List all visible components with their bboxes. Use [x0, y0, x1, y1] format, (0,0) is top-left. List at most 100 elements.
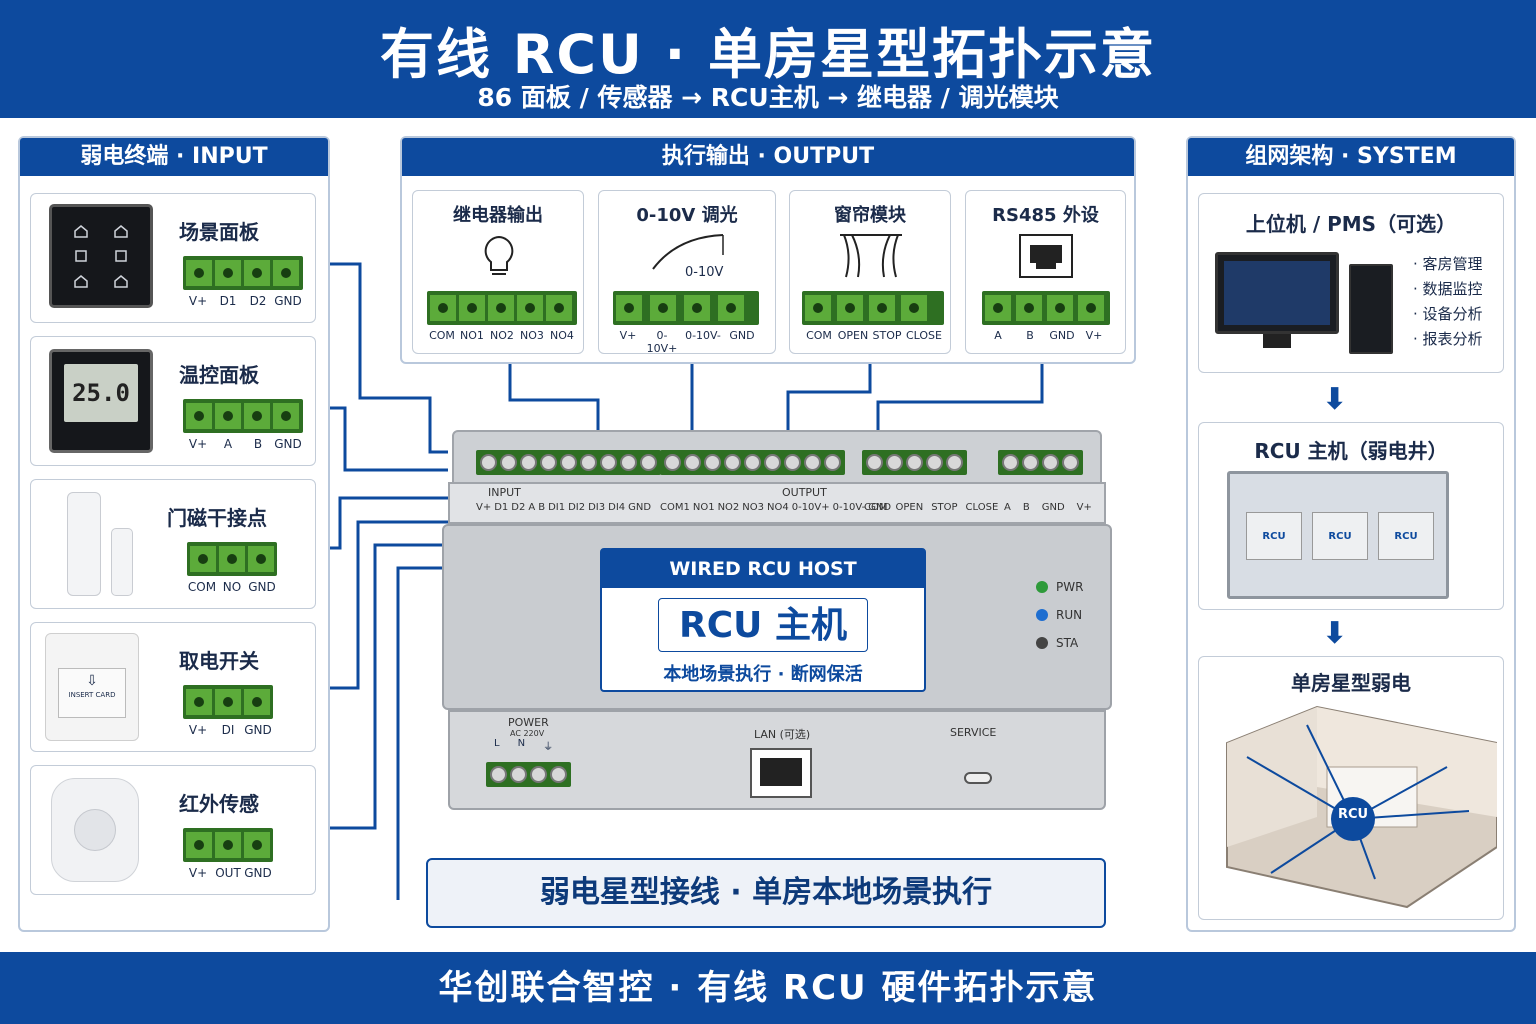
wire-scene-panel	[316, 262, 448, 454]
host-input-pins: V+ D1 D2 A B DI1 DI2 DI3 DI4 GND	[476, 502, 651, 513]
pin-label: CLOSE	[965, 502, 999, 513]
pin-label: COM1	[660, 502, 690, 513]
light-bulb-icon	[484, 235, 514, 275]
pin-label: A	[994, 329, 1002, 342]
led-run: RUN	[1036, 608, 1083, 622]
pin-label: DI1	[548, 502, 566, 513]
door-sensor-body	[67, 492, 101, 596]
curtain-icon	[840, 234, 902, 278]
host-name: RCU 主机	[658, 598, 868, 652]
scene-terminal: V+ D1 D2 GND	[183, 256, 303, 308]
module-name: 窗帘模块	[834, 205, 906, 226]
pms-card: 上位机 / PMS（可选） · 客房管理 · 数据监控 · 设备分析 · 报表分…	[1198, 193, 1504, 373]
host-desc: 本地场景执行 · 断网保活	[663, 664, 863, 685]
pin-label: GND	[1041, 502, 1065, 513]
module-curtain: 窗帘模块 COM OPEN STOP CLOSE	[789, 190, 951, 354]
wire-pir	[316, 543, 448, 830]
pin-label: NO2	[490, 329, 514, 342]
rs485-screw-terminal	[998, 450, 1083, 475]
lan-port[interactable]	[750, 748, 812, 798]
wire-thermo-panel	[316, 406, 448, 472]
pin-label: NO1	[692, 502, 715, 513]
pir-terminal: V+ OUT GND	[183, 828, 273, 880]
host-top-label: WIRED RCU HOST	[602, 550, 924, 588]
pin-label: CLOSE	[905, 329, 942, 342]
rcu-box-card: RCU 主机（弱电井） RCU RCU RCU	[1198, 422, 1504, 610]
output-screw-terminal	[660, 450, 845, 475]
pin-label: A	[1004, 502, 1011, 513]
pin-label: OPEN	[895, 502, 924, 513]
scene-panel-image	[49, 204, 153, 308]
pin-label: NO4	[550, 329, 574, 342]
pin-label: COM	[806, 329, 832, 342]
pin-label: V+	[188, 723, 208, 737]
pin-label: V+	[476, 502, 492, 513]
pin-label: ⏚	[543, 742, 554, 753]
input-screw-terminal	[476, 450, 661, 475]
host-output-pins: COM1 NO1 NO2 NO3 NO4 0-10V+ 0-10V- GND	[660, 502, 891, 513]
curve-label: 0-10V	[685, 265, 724, 280]
pin-label: NO3	[520, 329, 544, 342]
usb-c-port[interactable]	[964, 772, 992, 784]
summary-banner: 弱电星型接线 · 单房本地场景执行	[426, 858, 1106, 928]
bullet-item: · 设备分析	[1413, 305, 1483, 323]
pin-label: GND	[1049, 329, 1075, 342]
monitor-icon	[1215, 252, 1339, 334]
pin-label: COM	[429, 329, 455, 342]
pin-label: STOP	[931, 502, 958, 513]
led-sta: STA	[1036, 636, 1083, 650]
card-slot-label: INSERT CARD	[68, 691, 116, 699]
pin-label: V+	[188, 866, 208, 880]
pin-label: OUT	[215, 866, 241, 880]
switch-terminal: V+ DI GND	[183, 685, 273, 737]
pin-label: B	[253, 437, 263, 451]
lan-label: LAN (可选)	[754, 728, 811, 741]
pin-label: B	[1022, 502, 1030, 513]
system-panel-title: 组网架构 · SYSTEM	[1188, 138, 1514, 176]
wire-power-switch	[316, 520, 448, 690]
card-switch-image: ⇩ INSERT CARD	[45, 633, 139, 741]
pin-label: GND	[628, 502, 652, 513]
cabinet-module: RCU	[1312, 512, 1368, 560]
arrow-down-icon: ⇩	[86, 673, 98, 689]
pin-label: V+	[1076, 502, 1092, 513]
thermostat-image: 25.0	[49, 349, 153, 453]
cabinet-module: RCU	[1378, 512, 1434, 560]
device-pir: 红外传感 V+ OUT GND	[30, 765, 316, 895]
input-panel-title: 弱电终端 · INPUT	[20, 138, 328, 176]
door-magnet	[111, 528, 133, 596]
pin-label: B	[1026, 329, 1034, 342]
door-terminal: COM NO GND	[187, 542, 277, 594]
device-name: 场景面板	[179, 220, 259, 244]
rcu-host-device: INPUT OUTPUT V+ D1 D2 A B DI1 DI2 DI3 DI…	[442, 430, 1112, 810]
module-relay: 继电器输出 COM NO1 NO2 NO3 NO4	[412, 190, 584, 354]
pin-label: OPEN	[837, 329, 869, 342]
pin-label: COM	[864, 502, 888, 513]
pin-label: GND	[274, 294, 302, 308]
pin-label: 0-10V-	[832, 502, 866, 513]
pin-label: A	[528, 502, 536, 513]
device-name: 取电开关	[179, 649, 259, 673]
device-name: 门磁干接点	[167, 506, 267, 530]
room-title: 单房星型弱电	[1291, 671, 1411, 695]
pin-label: D2	[511, 502, 526, 513]
thermostat-display: 25.0	[64, 364, 138, 422]
arrow-down-icon: ⬇	[1322, 616, 1348, 651]
rs485-terminal: A B GND V+	[982, 291, 1110, 342]
host-curtain-pins: COM OPEN STOP CLOSE	[864, 502, 998, 513]
cabinet-module: RCU	[1246, 512, 1302, 560]
device-scene-panel: 场景面板 V+ D1 D2 GND	[30, 193, 316, 323]
rcu-box-title: RCU 主机（弱电井）	[1254, 439, 1448, 463]
device-name: 红外传感	[179, 792, 259, 816]
host-rs485-pins: A B GND V+	[1004, 502, 1092, 513]
group-label-output: OUTPUT	[782, 486, 827, 499]
pin-label: B	[538, 502, 546, 513]
pc-tower-icon	[1349, 264, 1393, 354]
pin-label: D1	[494, 502, 509, 513]
module-dimmer: 0-10V 调光 0-10V V+ 0-10V+ 0-10V- GND	[598, 190, 776, 355]
pms-title: 上位机 / PMS（可选）	[1245, 212, 1457, 236]
room-illustration	[1226, 705, 1497, 909]
room-card: 单房星型弱电 RCU	[1198, 656, 1504, 920]
bullet-item: · 数据监控	[1413, 280, 1483, 298]
pin-label: N	[517, 738, 526, 749]
